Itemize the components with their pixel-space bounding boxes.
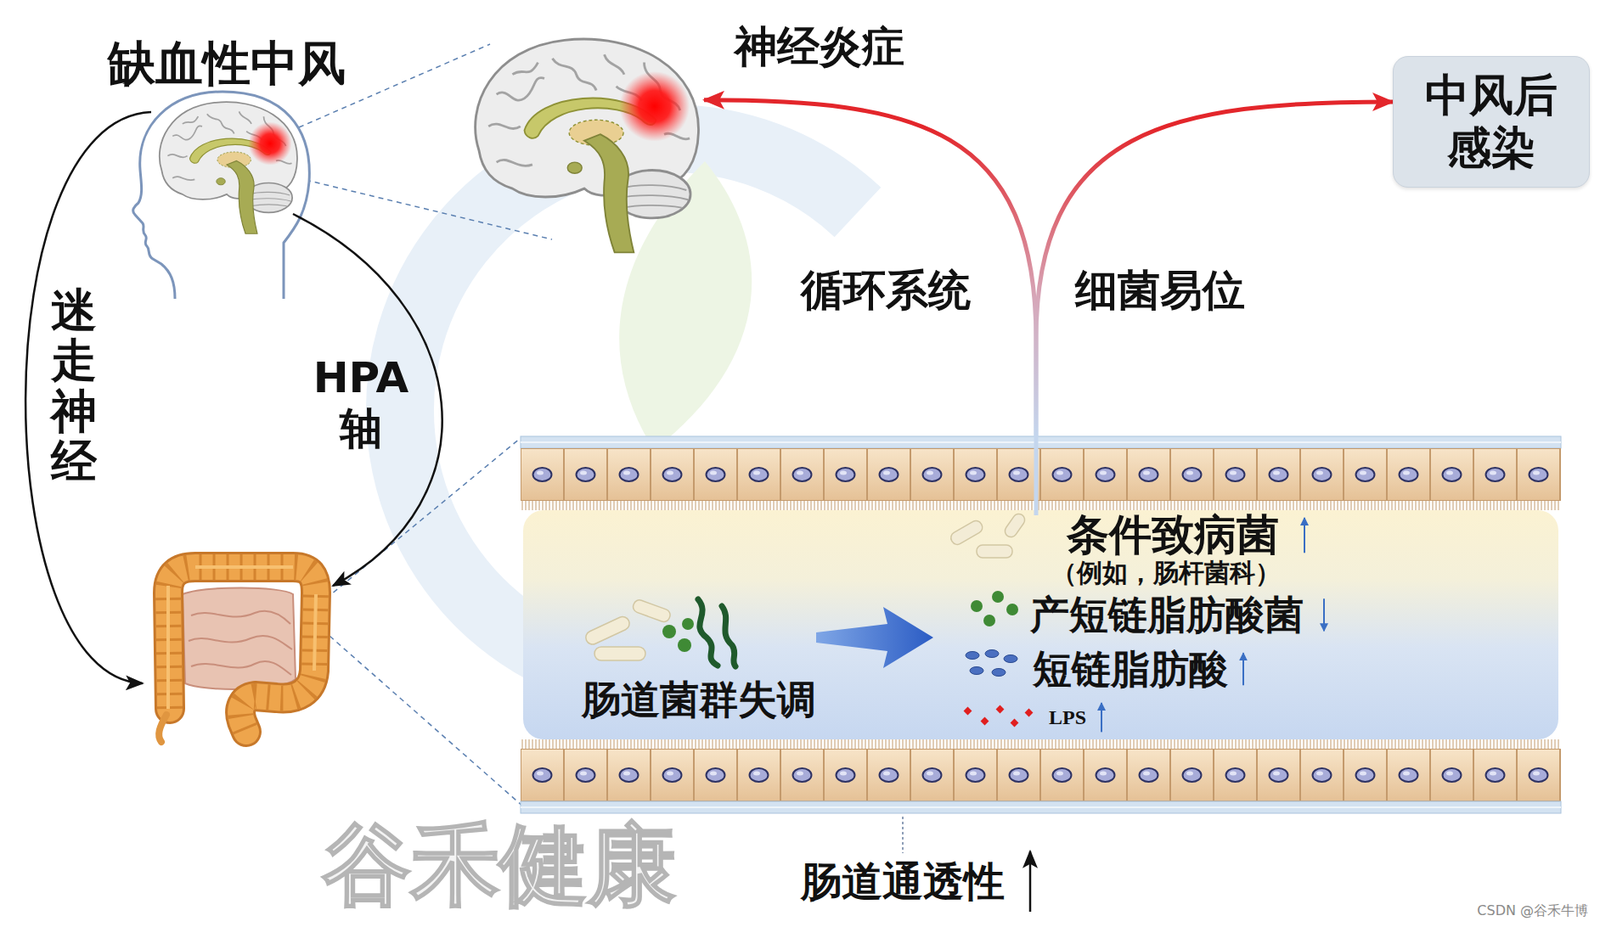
bacteria-icons (594, 647, 646, 661)
bacteria-icons (965, 652, 980, 660)
bacteria-icons (721, 606, 736, 667)
outcome-box: 中风后 感染 (1392, 56, 1590, 188)
stroke-head-figure: 缺血性中风 (95, 33, 359, 305)
colon-figure (188, 636, 293, 650)
intestinal-wall (520, 739, 1561, 750)
permeability-label: 肠道通透性 (800, 859, 1005, 905)
zoom-lines (322, 630, 524, 807)
bacteria-icons (1002, 512, 1028, 541)
colon-figure (168, 567, 316, 733)
edge-label: 循环系统 (800, 267, 971, 315)
intestinal-wall (520, 448, 1561, 502)
bacteria-icons (983, 614, 996, 627)
intestinal-wall (520, 436, 1561, 814)
trend-arrows (901, 816, 904, 854)
bacteria-icons (681, 618, 694, 631)
intestinal-wall (520, 436, 1561, 449)
bacteria-icons (583, 512, 1027, 661)
intestinal-wall (520, 806, 1561, 809)
colon-figure (158, 567, 316, 743)
edge-label: 细菌易位 (1075, 267, 1246, 315)
colon-figure (191, 661, 292, 676)
head-figure (133, 91, 310, 299)
connector-arrow (1036, 101, 1393, 437)
intestinal-wall (520, 441, 1561, 444)
trend-arrows (1242, 653, 1245, 686)
lps-label: LPS (1048, 706, 1087, 729)
colon-figure (168, 567, 316, 710)
credit-text: CSDN @谷禾牛博 (1476, 903, 1589, 919)
head-figure (159, 101, 298, 234)
bacteria-icons (948, 518, 985, 547)
nerve-and-hormone-pathways (25, 112, 152, 684)
bacteria-icons (996, 705, 1005, 715)
pathogen-label: 条件致病菌 (1066, 512, 1279, 559)
colon-figure (158, 715, 167, 743)
watermark: 谷禾健康 (322, 816, 677, 914)
bacteria-icons (1025, 709, 1034, 718)
nerve-and-hormone-pathways (292, 214, 443, 586)
bacteria-icons (970, 600, 983, 613)
trend-arrows (1303, 518, 1306, 553)
trend-arrows (902, 518, 1324, 913)
figure-heading: 神经炎症 (734, 23, 905, 71)
bacteria-icons (965, 650, 1018, 677)
intestinal-wall (520, 749, 1561, 802)
bacteria-icons (969, 667, 984, 676)
nerve-pathway-label: 迷走神经 (50, 285, 97, 488)
bacteria-icons (985, 650, 999, 659)
zoom-lines (326, 438, 521, 599)
bacteria-icons (583, 614, 632, 648)
bacteria-icons (976, 545, 1013, 558)
axis-label: HPA 轴 (305, 352, 417, 455)
brain-figure (475, 39, 699, 253)
intestinal-wall (523, 510, 1559, 740)
trend-arrows (1323, 598, 1325, 631)
brain-figure: 神经炎症 (464, 30, 705, 255)
colon-figure (168, 567, 316, 733)
bacteria-icons (1003, 655, 1018, 664)
colon-figure (188, 611, 293, 676)
bacteria-icons (698, 599, 736, 667)
bacteria-icons (963, 707, 973, 716)
intestinal-wall (520, 801, 1561, 814)
bacteria-icons (816, 607, 934, 669)
connector-arrow (704, 100, 1037, 437)
figure-heading: 缺血性中风 (95, 37, 359, 91)
trend-arrows (1100, 703, 1103, 733)
scfa-label: 短链脂肪酸 (1032, 647, 1229, 692)
brain-figure (475, 39, 699, 253)
bacteria-icons (963, 705, 1034, 728)
bacteria-icons (1006, 603, 1019, 616)
bacteria-icons (980, 717, 990, 727)
bacteria-icons (662, 625, 677, 639)
colon-figure (182, 588, 296, 690)
intestinal-wall (520, 501, 1561, 511)
bacteria-icons (991, 669, 1006, 677)
box-text: 中风后 感染 (1403, 68, 1579, 175)
colon-figure (168, 567, 316, 733)
nerve-and-hormone-pathways (25, 112, 443, 684)
bacteria-icons (991, 591, 1004, 603)
scfa-producer-label: 产短链脂肪酸菌 (1030, 593, 1304, 637)
bacteria-icons (631, 598, 672, 624)
head-figure (133, 91, 310, 299)
bacteria-icons (698, 599, 718, 666)
example-note: （例如，肠杆菌科） (1051, 558, 1281, 587)
gut-cross-section: 肠道菌群失调 条件致病菌（例如，肠杆菌科） 产短链脂肪酸菌短链脂肪酸 LPS (520, 436, 1561, 814)
bacteria-icons (1010, 719, 1020, 728)
dysbiosis-label: 肠道菌群失调 (581, 678, 817, 722)
intestinal-wall (1034, 436, 1039, 516)
bacteria-icons (677, 638, 692, 653)
trend-arrows (1029, 851, 1032, 913)
colon-figure (191, 611, 291, 625)
